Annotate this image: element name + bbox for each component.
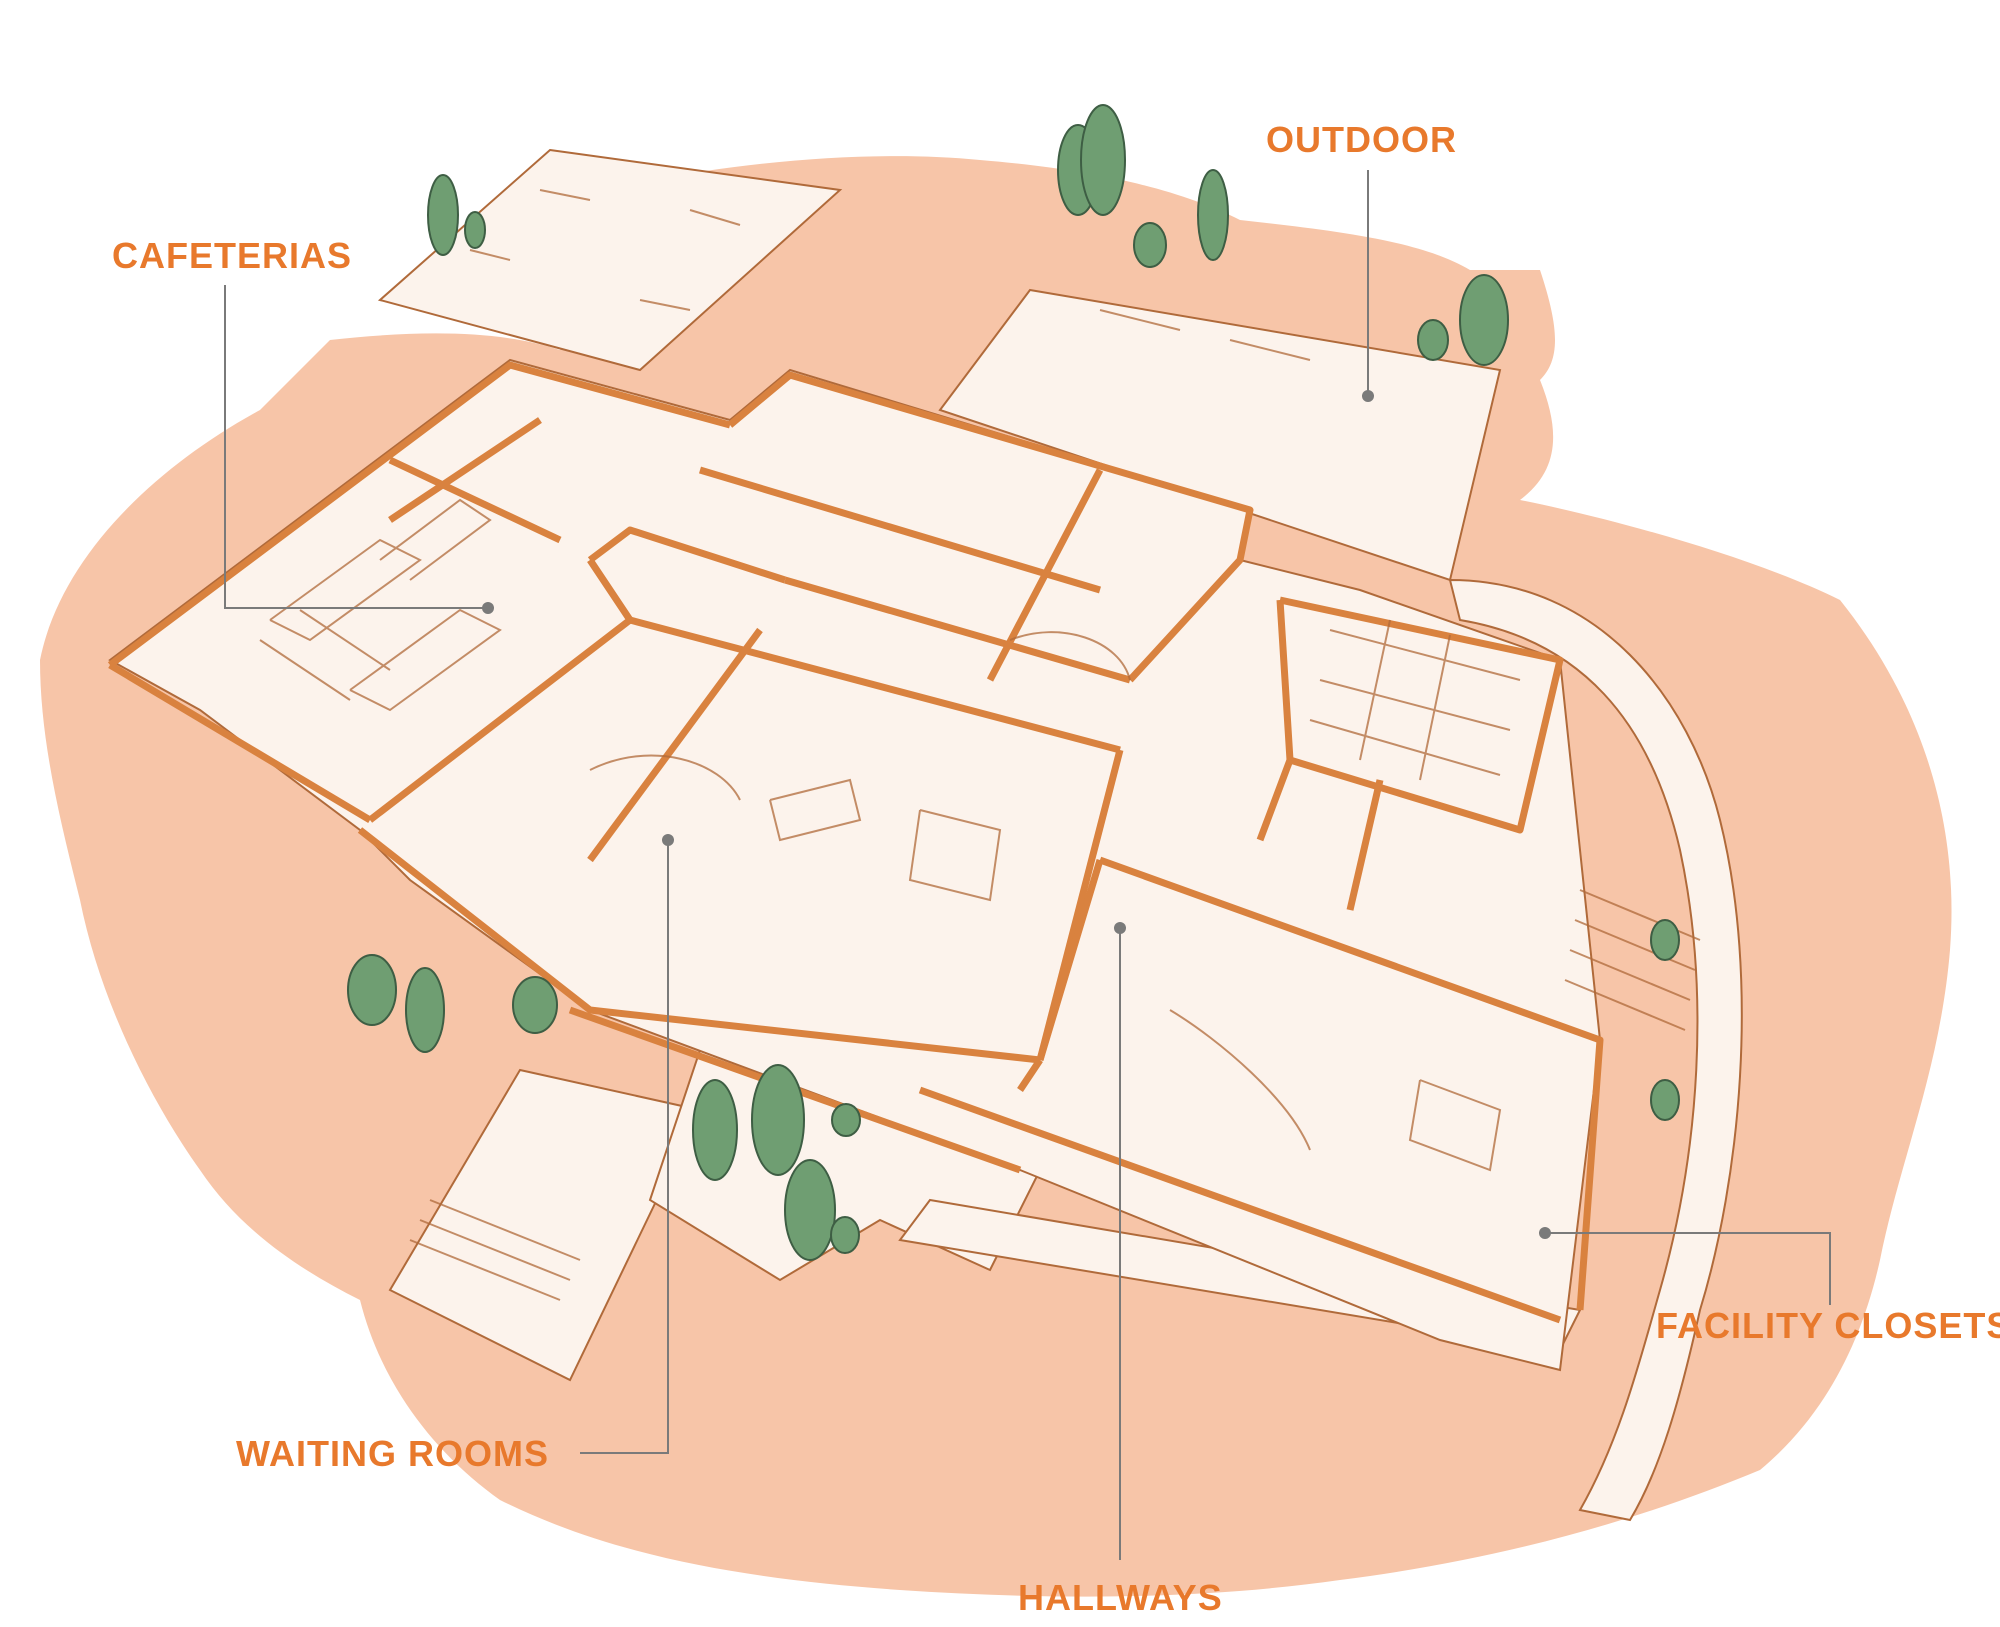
tree-icon: [1650, 919, 1680, 961]
label-outdoor: OUTDOOR: [1266, 119, 1457, 160]
waiting-rooms-dot: [662, 834, 674, 846]
label-cafeterias: CAFETERIAS: [112, 235, 353, 276]
tree-icon: [751, 1064, 805, 1176]
tree-icon: [1650, 1079, 1680, 1121]
walls: [107, 361, 1604, 1324]
tree-icon: [347, 954, 397, 1026]
tree-icon: [1197, 169, 1229, 261]
tree-icon: [405, 967, 445, 1053]
sketch-details: [259, 189, 1701, 1301]
label-facility-closets: FACILITY CLOSETS: [1656, 1305, 2000, 1346]
tree-icon: [512, 976, 558, 1034]
waiting-rooms-leader: [580, 840, 669, 1454]
tree-icon: [830, 1216, 860, 1254]
tree-icon: [1080, 104, 1126, 216]
tree-icon: [831, 1103, 861, 1137]
tree-icon: [1133, 222, 1167, 268]
facility-closets-leader: [1545, 1232, 1831, 1305]
trees: [347, 104, 1680, 1261]
tree-icon: [692, 1079, 738, 1181]
tree-icon: [1417, 319, 1449, 361]
hallways-dot: [1114, 922, 1126, 934]
cafeterias-leader: [224, 285, 488, 609]
leader-lines: [224, 170, 1831, 1560]
label-hallways: HALLWAYS: [1018, 1577, 1223, 1618]
tree-icon: [1459, 274, 1509, 366]
tree-icon: [427, 174, 459, 256]
label-waiting-rooms: WAITING ROOMS: [236, 1433, 549, 1474]
outdoor-dot: [1362, 390, 1374, 402]
tree-icon: [784, 1159, 836, 1261]
facility-closets-dot: [1539, 1227, 1551, 1239]
tree-icon: [464, 211, 486, 249]
cafeterias-dot: [482, 602, 494, 614]
curved-walkway: [1448, 578, 1743, 1522]
leader-dots: [482, 390, 1551, 1239]
front-walkway: [388, 1068, 702, 1382]
